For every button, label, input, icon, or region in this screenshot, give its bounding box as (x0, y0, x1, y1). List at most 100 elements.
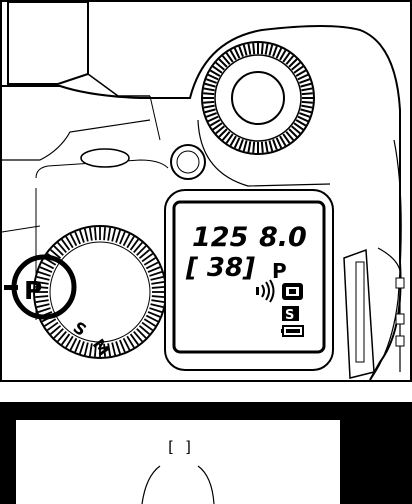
knurl-ridge (291, 125, 301, 135)
knurl-ridge (138, 325, 151, 335)
knurl-ridge (74, 339, 81, 353)
knurl-ridge (151, 280, 165, 285)
knurl-ridge (151, 295, 165, 298)
knurl-ridge (301, 87, 313, 92)
knurl-ridge (136, 245, 147, 256)
knurl-ridge (205, 78, 217, 84)
knurl-ridge (212, 65, 223, 74)
knurl-ridge (272, 139, 278, 151)
knurl-ridge (288, 58, 298, 68)
center-circle-arc (141, 465, 215, 504)
knurl-ridge (35, 295, 49, 298)
knurl-ridge (88, 343, 93, 357)
af-mode-icon: S (282, 306, 299, 323)
knurl-ridge (279, 135, 287, 147)
knurl-ridge (147, 311, 161, 318)
knurl-ridge (37, 271, 51, 277)
knurl-ridge (285, 55, 295, 65)
knurl-ridge (129, 333, 139, 346)
knurl-ridge (212, 122, 223, 131)
knurl-ridge (282, 133, 291, 144)
knurl-ridge (35, 299, 49, 304)
knurl-ridge (238, 139, 244, 151)
camera-top-panel: S M P 125 8.0 [ 38] P (0, 0, 412, 382)
knurl-ridge (151, 299, 165, 304)
knurl-ridge (143, 257, 156, 266)
knurl-ridge (150, 303, 164, 309)
shutter-release-dial[interactable] (201, 41, 315, 155)
lcd-frame-counter: [ 38] (185, 253, 255, 283)
knurl-ridge (279, 49, 287, 61)
knurl-ridge (221, 55, 231, 65)
knurl-ridge (293, 65, 304, 74)
knurl-ridge (36, 303, 50, 309)
knurl-ridge (209, 69, 221, 77)
knurl-ridge (299, 112, 311, 118)
knurl-ridge (268, 44, 274, 56)
af-frame-marker: [ ] (166, 438, 193, 456)
knurl-ridge (107, 343, 112, 357)
knurl-ridge (103, 343, 106, 357)
knurl-ridge (94, 227, 97, 241)
knurl-ridge (136, 328, 147, 339)
knurl-ridge (129, 238, 139, 251)
knurl-ridge (301, 92, 313, 96)
knurl-ridge (145, 314, 159, 323)
knurl-ridge (138, 249, 151, 259)
lcd-aperture: 8.0 (259, 222, 307, 253)
knurl-ridge (301, 104, 313, 109)
knurl-ridge (297, 73, 309, 81)
mode-dial[interactable]: S M (33, 225, 167, 359)
knurl-ridge (57, 241, 67, 254)
knurl-ridge (122, 337, 131, 351)
shutter-button[interactable] (231, 71, 285, 125)
knurl-ridge (126, 236, 135, 249)
knurl-ridge (49, 249, 62, 259)
knurl-ridge (203, 100, 215, 104)
knurl-ridge (107, 227, 112, 241)
knurl-ridge (247, 141, 252, 153)
round-button[interactable] (170, 144, 206, 180)
knurl-ridge (115, 229, 121, 243)
knurl-ridge (204, 82, 216, 88)
knurl-ridge (260, 141, 264, 153)
knurl-ridge (49, 325, 62, 335)
knurl-ridge (46, 321, 59, 331)
knurl-ridge (264, 43, 269, 55)
knurl-ridge (229, 49, 237, 61)
lcd-panel: 125 8.0 [ 38] P S (164, 189, 334, 371)
knurl-ridge (205, 112, 217, 118)
knurl-ridge (299, 78, 311, 84)
knurl-ridge (79, 341, 85, 355)
knurl-ridge (150, 275, 164, 281)
knurl-ridge (204, 108, 216, 114)
knurl-ridge (295, 119, 307, 127)
knurl-ridge (282, 52, 291, 63)
prism-housing (7, 1, 89, 85)
knurl-ridge (275, 47, 283, 59)
knurl-ridge (74, 231, 81, 245)
knurl-ridge (149, 307, 163, 313)
highlighted-mode-p: P (24, 276, 42, 305)
knurl-ridge (61, 238, 71, 251)
knurl-ridge (149, 271, 163, 277)
knurl-ridge (225, 133, 234, 144)
knurl-ridge (215, 61, 225, 71)
knurl-ridge (203, 92, 215, 96)
knurl-ridge (119, 231, 126, 245)
knurl-ridge (122, 233, 131, 247)
knurl-ridge (61, 333, 71, 346)
knurl-ridge (260, 43, 264, 55)
knurl-ridge (242, 140, 248, 152)
knurl-ridge (141, 321, 154, 331)
knurl-ridge (233, 137, 241, 149)
knurl-ridge (79, 229, 85, 243)
knurl-ridge (215, 125, 225, 135)
viewfinder-panel: [ ] (0, 402, 412, 504)
knurl-ridge (238, 45, 244, 57)
af-mode-letter: S (285, 308, 294, 323)
knurl-ridge (285, 131, 295, 141)
knurl-ridge (272, 45, 278, 57)
knurl-ridge (126, 335, 135, 348)
knurl-ridge (88, 227, 93, 241)
